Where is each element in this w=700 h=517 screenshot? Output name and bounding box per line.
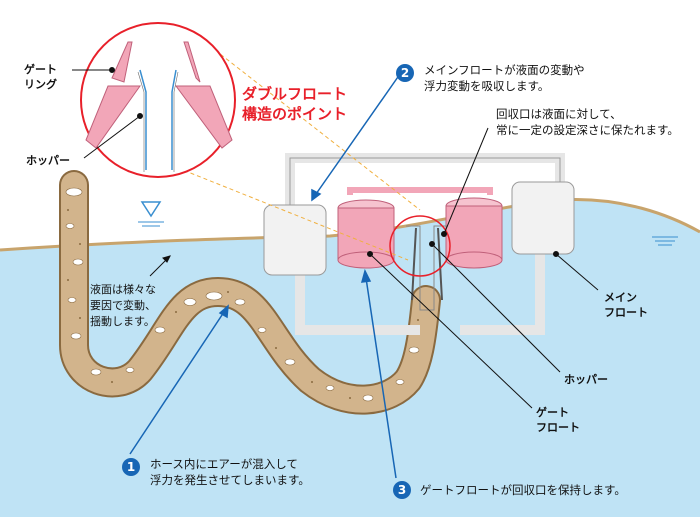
callout-2-line2: 浮力変動を吸収します。 — [424, 79, 550, 93]
detail-highlight-circle — [389, 215, 451, 277]
zoom-line-top — [214, 49, 421, 211]
label-gate-float-line2: フロート — [536, 421, 580, 434]
gate-float-link — [347, 187, 493, 195]
label-main-float-line1: メイン — [604, 291, 637, 304]
label-gate-float-line1: ゲート — [536, 406, 569, 419]
air-bubbles — [65, 187, 420, 402]
callout-3: ゲートフロートが回収口を保持します。 — [420, 483, 626, 497]
gate-float-left — [337, 199, 395, 269]
label-main-float: メイン フロート — [604, 290, 648, 320]
main-float-left — [263, 204, 327, 276]
badge-2: 2 — [396, 64, 414, 82]
water-level-symbol-right — [652, 236, 678, 246]
label-main-float-line2: フロート — [604, 306, 648, 319]
callout-1: ホース内にエアーが混入して 浮力を発生させてしまいます。 — [150, 456, 310, 488]
hose-fill — [61, 172, 439, 413]
label-hopper-bottom: ホッパー — [564, 373, 608, 386]
hopper-center — [411, 227, 443, 301]
water-level-symbol-left — [138, 201, 164, 227]
leader-lines — [72, 67, 599, 409]
blue-arrows — [129, 73, 401, 479]
water-surface-line2: 要因で変動、 — [90, 299, 156, 312]
label-gate-ring: ゲート リング — [24, 62, 57, 92]
detail-gate-ring-right — [175, 41, 233, 149]
water-surface-line — [0, 197, 700, 252]
detail-hopper — [139, 69, 177, 170]
detail-gate-ring-left — [85, 41, 141, 149]
label-gate-ring-line1: ゲート — [24, 63, 57, 76]
water-surface-line1: 液面は様々な — [90, 283, 156, 296]
point-title-line2: 構造のポイント — [242, 105, 348, 123]
badge-1: 1 — [122, 458, 140, 476]
water-body — [0, 199, 700, 517]
water-surface-line3: 揺動します。 — [90, 315, 155, 328]
collection-port-line1: 回収口は液面に対して、 — [496, 107, 622, 121]
callout-2: メインフロートが液面の変動や 浮力変動を吸収します。 — [424, 62, 585, 94]
label-hopper-top: ホッパー — [26, 154, 70, 167]
label-gate-ring-line2: リング — [24, 78, 57, 91]
label-gate-float: ゲート フロート — [536, 405, 580, 435]
callout-1-line2: 浮力を発生させてしまいます。 — [150, 473, 310, 487]
collection-port-line2: 常に一定の設定深さに保たれます。 — [496, 123, 679, 137]
hose-sediment — [67, 209, 419, 399]
badge-3: 3 — [393, 481, 411, 499]
callout-water-surface: 液面は様々な 要因で変動、 揺動します。 — [90, 282, 156, 330]
point-title-line1: ダブルフロート — [242, 85, 348, 103]
callout-2-line1: メインフロートが液面の変動や — [424, 63, 585, 77]
callout-collection-port: 回収口は液面に対して、 常に一定の設定深さに保たれます。 — [496, 106, 679, 138]
main-float-right — [511, 181, 575, 255]
gate-float-right — [445, 197, 503, 269]
double-float-point-title: ダブルフロート 構造のポイント — [242, 84, 347, 124]
callout-1-line1: ホース内にエアーが混入して — [150, 457, 298, 471]
frame-pipes — [285, 153, 565, 335]
zoom-line-bottom — [157, 159, 409, 261]
